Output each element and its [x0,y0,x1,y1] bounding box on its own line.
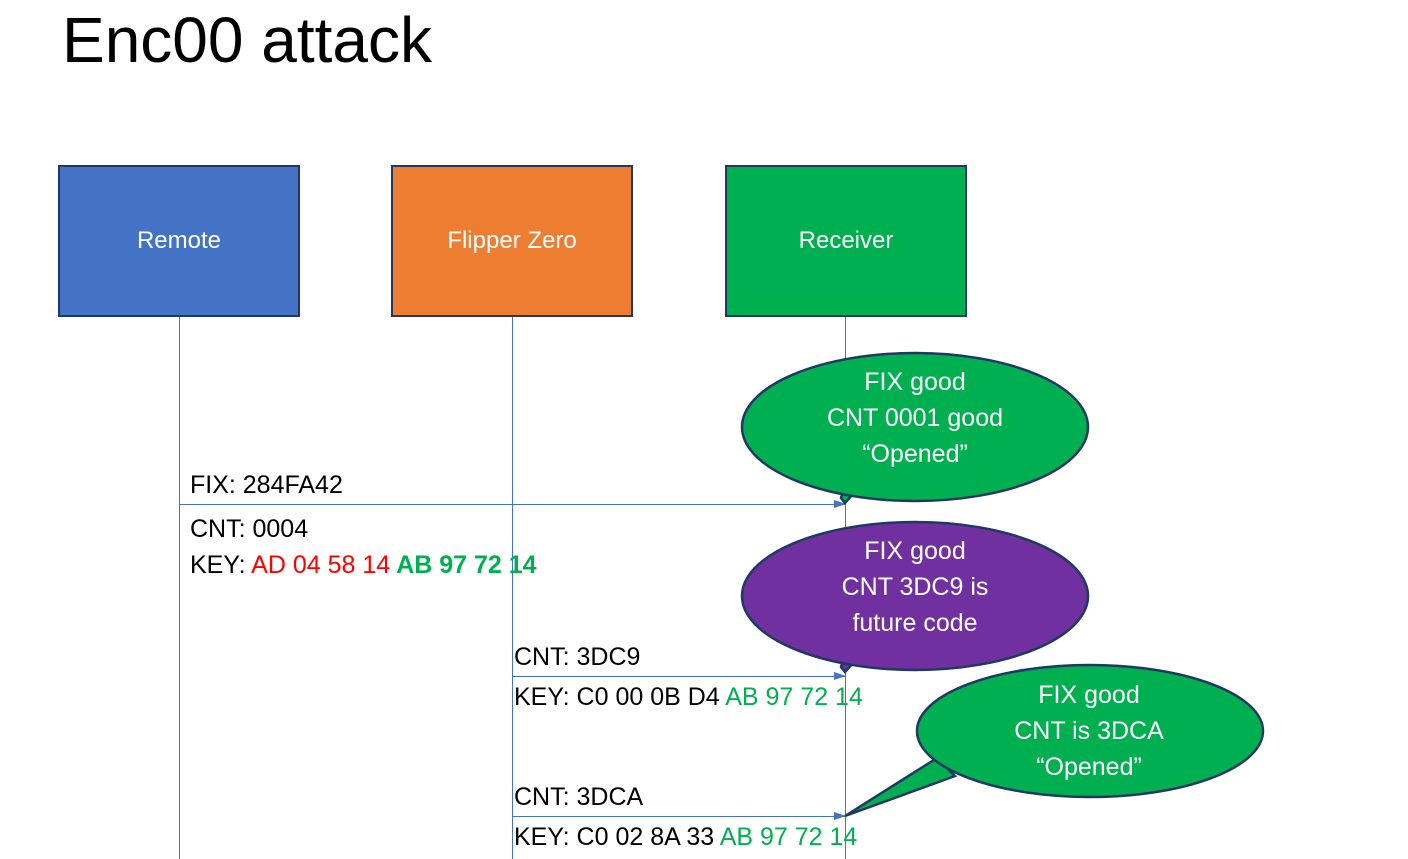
speech-bubble-ellipse-3 [915,663,1265,799]
actor-label-remote: Remote [136,227,222,254]
message-arrow-1 [180,500,846,508]
message-2-cnt-label: CNT: 3DC9 [514,643,641,671]
message-1-fix-label: FIX: 284FA42 [190,471,343,499]
message-1-key-green: AB 97 72 14 [390,551,537,579]
page-title: Enc00 attack [62,4,432,76]
speech-bubble-ellipse-1 [740,351,1090,503]
message-2-key-green: AB 97 72 14 [719,683,863,711]
message-2-key-label: KEY: C0 00 0B D4 AB 97 72 14 [514,680,863,715]
actor-box-receiver[interactable]: Receiver [725,165,967,317]
message-1-key-red: AD 04 58 14 [251,551,391,579]
message-1-key-prefix: KEY: [190,551,252,579]
message-3-key-prefix: KEY: C0 02 8A 33 [514,823,715,851]
message-3-cnt-label: CNT: 3DCA [514,783,644,811]
speech-bubble-ellipse-2 [740,520,1090,672]
message-arrow-2 [513,672,846,680]
message-1-key-label: KEY: AD 04 58 14 AB 97 72 14 [190,548,537,583]
lifeline-flipper-zero [512,317,513,859]
actor-label-receiver: Receiver [798,227,894,254]
speech-bubble-receiver-response-1[interactable]: FIX good CNT 0001 good “Opened” [740,351,1090,505]
actor-box-remote[interactable]: Remote [58,165,300,317]
message-1-cnt-label: CNT: 0004 [190,515,309,543]
actor-label-flipper-zero: Flipper Zero [447,227,577,254]
message-3-key-green: AB 97 72 14 [714,823,858,851]
speech-bubble-receiver-response-3[interactable]: FIX good CNT is 3DCA “Opened” [844,663,1265,818]
speech-bubble-receiver-response-2[interactable]: FIX good CNT 3DC9 is future code [740,520,1090,674]
message-arrow-3 [513,812,846,820]
speech-bubble-tail-3 [844,756,958,818]
message-2-key-prefix: KEY: C0 00 0B D4 [514,683,720,711]
actor-box-flipper-zero[interactable]: Flipper Zero [391,165,633,317]
message-3-key-label: KEY: C0 02 8A 33 AB 97 72 14 [514,820,857,855]
lifeline-remote [179,317,180,859]
